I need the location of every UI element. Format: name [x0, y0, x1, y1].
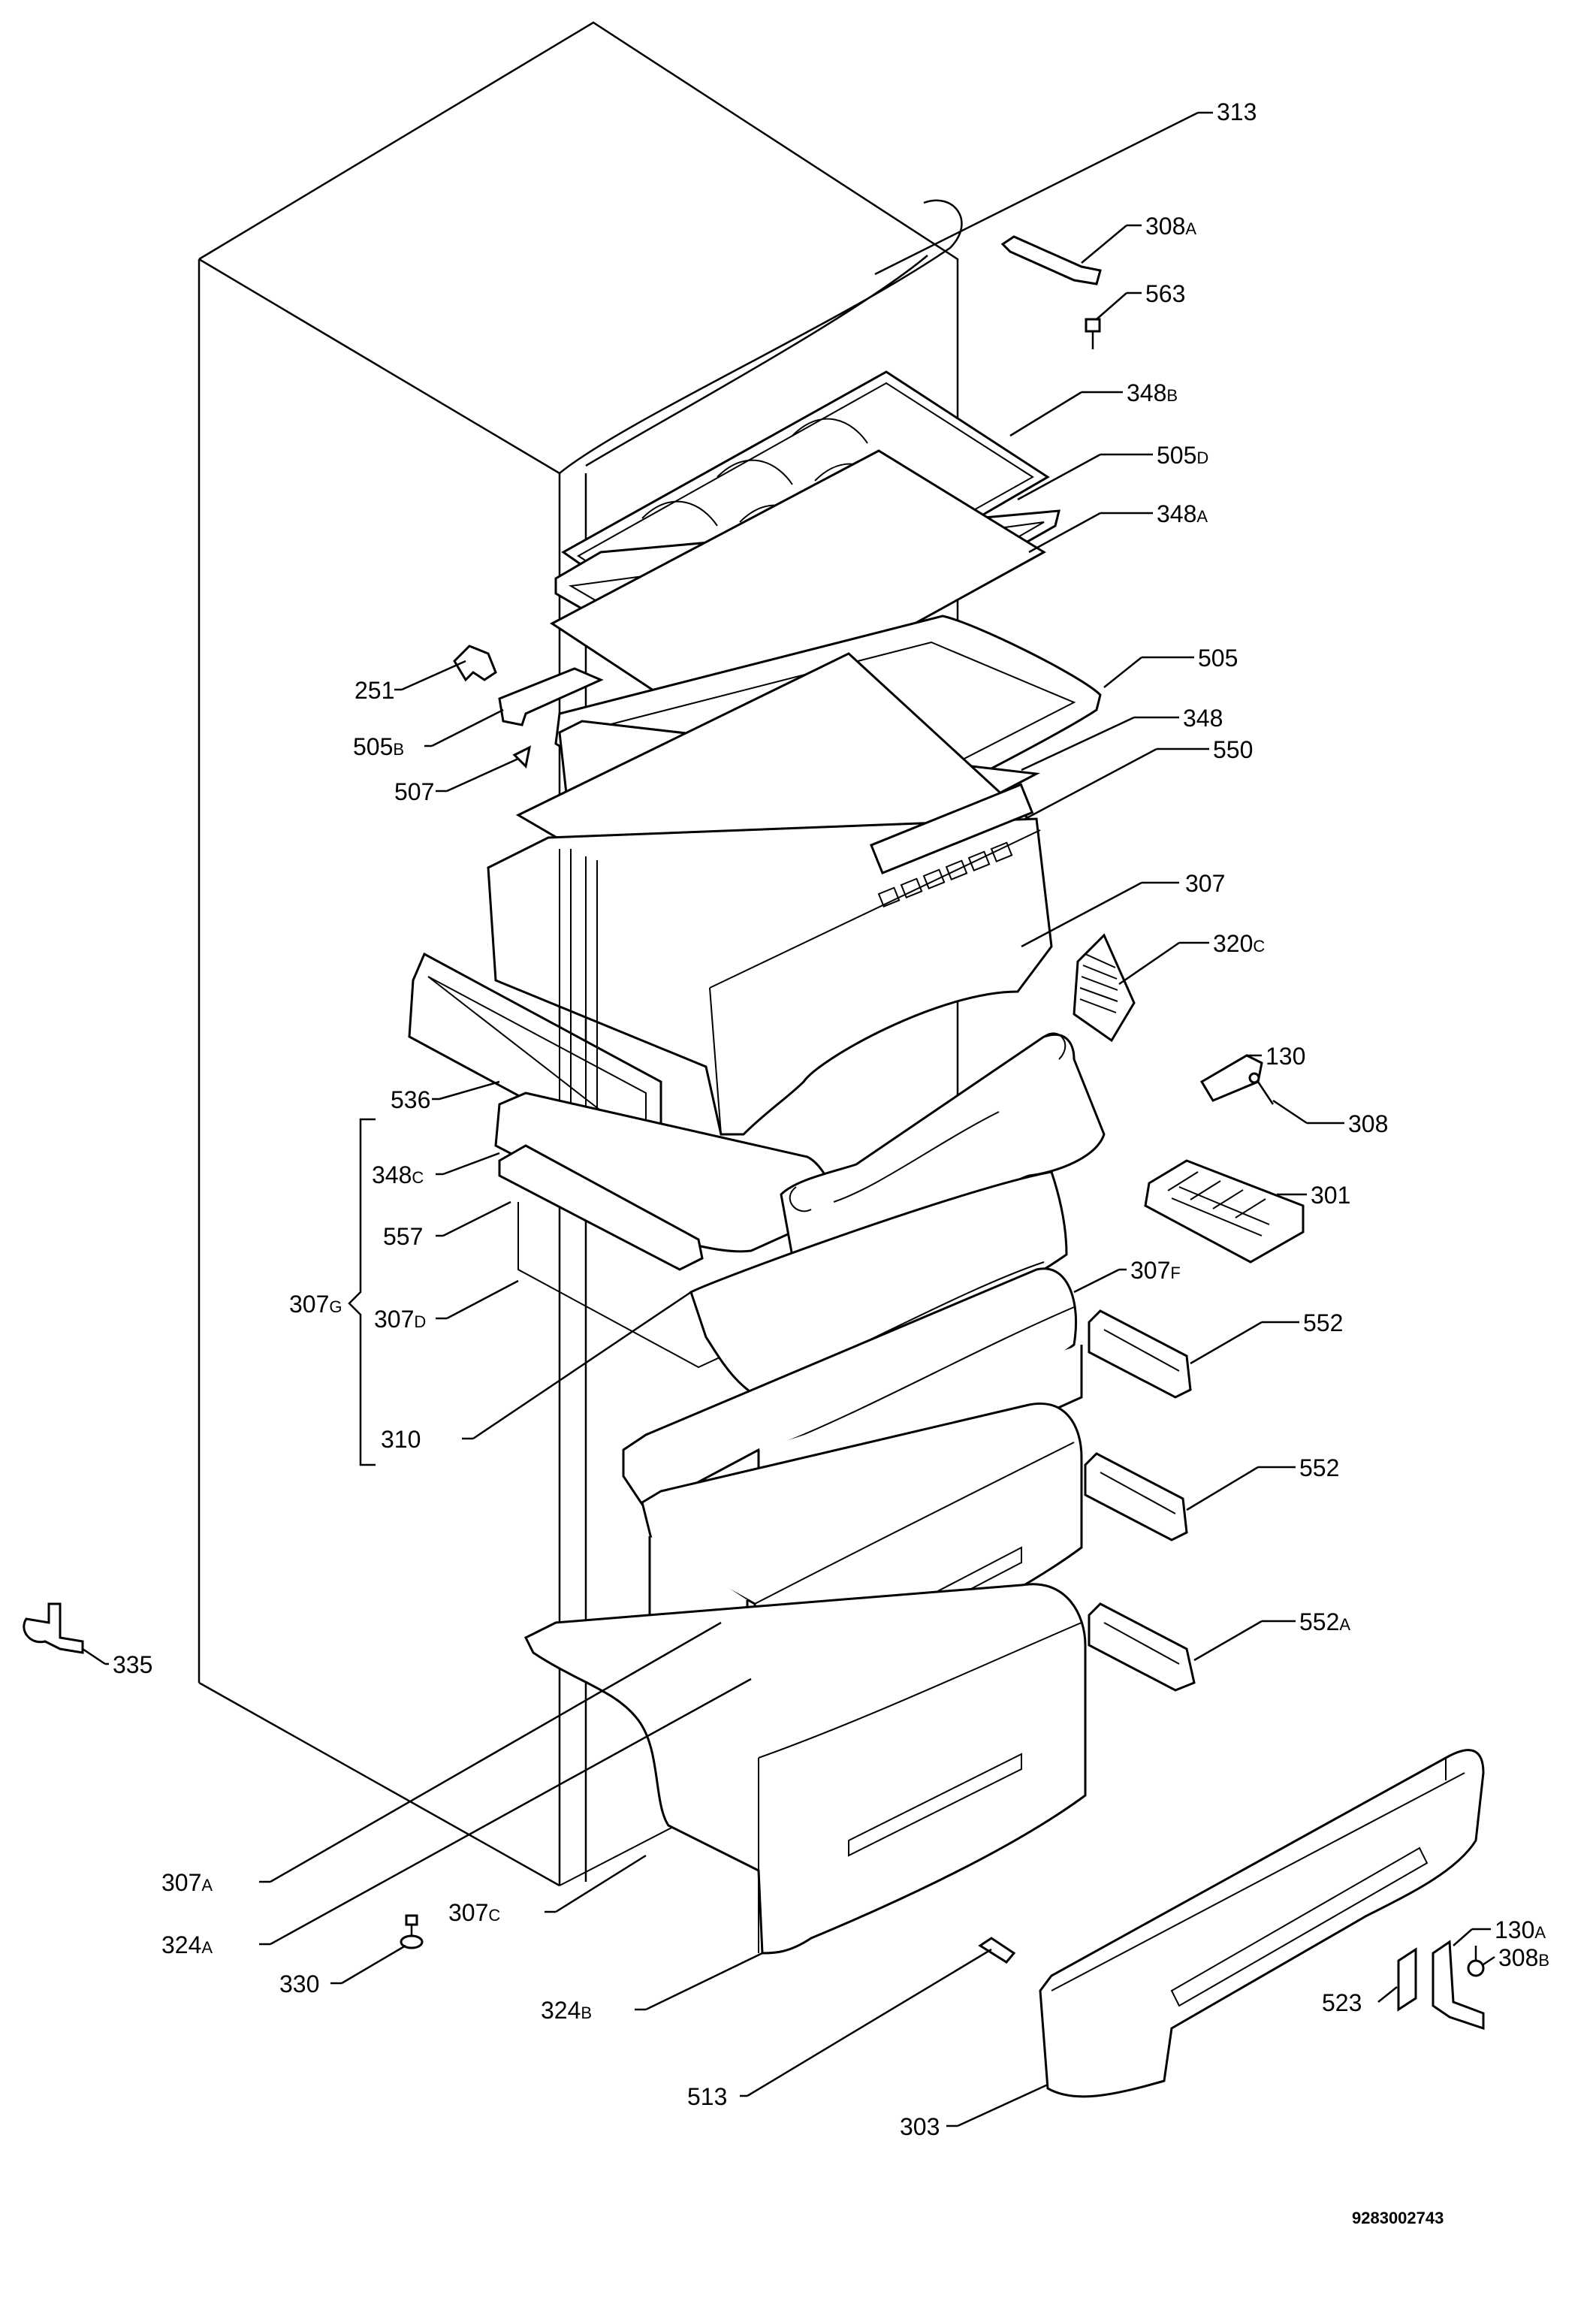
- label-536: 536: [391, 1086, 430, 1113]
- label-330: 330: [279, 1970, 319, 1997]
- part-505B-shelf-strip: [498, 667, 604, 726]
- label-348B: 348B: [1127, 379, 1178, 406]
- label-550: 550: [1213, 736, 1253, 763]
- label-307D: 307D: [374, 1306, 426, 1333]
- part-lower-drawer: [523, 1583, 1087, 1955]
- part-330-foot: [400, 1914, 424, 1949]
- part-513-small-piece: [978, 1937, 1016, 1964]
- label-313: 313: [1217, 98, 1257, 125]
- part-552A-rail: [1088, 1602, 1196, 1692]
- part-507-small-piece: [512, 745, 532, 769]
- leader-lines: [82, 111, 1495, 2127]
- label-303: 303: [900, 2113, 940, 2140]
- label-320C: 320C: [1213, 930, 1265, 957]
- label-310: 310: [381, 1426, 421, 1453]
- label-348: 348: [1183, 705, 1223, 732]
- part-308B-screw: [1467, 1946, 1485, 1977]
- label-552A: 552A: [1299, 1608, 1350, 1635]
- part-labels: 313 308A 563 348B 505D 348A 251 505 505B…: [113, 98, 1549, 2227]
- label-307C: 307C: [448, 1899, 500, 1926]
- label-307: 307: [1185, 870, 1225, 897]
- part-130A-hinge: [1432, 1940, 1485, 2031]
- part-301-ice-tray: [1144, 1159, 1305, 1264]
- part-251-clip: [453, 645, 497, 682]
- label-505: 505: [1198, 645, 1238, 672]
- label-301: 301: [1311, 1182, 1350, 1209]
- label-552-lower: 552: [1299, 1454, 1339, 1481]
- part-308A-bracket: [1000, 235, 1102, 285]
- part-130-hinge: [1199, 1054, 1263, 1102]
- label-251: 251: [354, 677, 394, 704]
- label-130A: 130A: [1495, 1916, 1546, 1943]
- label-505D: 505D: [1157, 442, 1208, 469]
- label-307F: 307F: [1130, 1257, 1181, 1284]
- part-557-rail: [498, 1144, 704, 1271]
- label-348A: 348A: [1157, 500, 1208, 527]
- label-308B: 308B: [1498, 1944, 1549, 1971]
- label-563: 563: [1145, 280, 1185, 307]
- bracket-307G: [348, 1118, 376, 1466]
- label-307G: 307G: [289, 1291, 342, 1318]
- label-308: 308: [1348, 1110, 1388, 1137]
- part-307-crisper-bin: [487, 783, 1053, 1136]
- part-563-screw: [1085, 318, 1101, 349]
- label-557: 557: [383, 1223, 423, 1250]
- label-552-upper: 552: [1303, 1309, 1343, 1336]
- label-513: 513: [687, 2083, 727, 2110]
- label-308A: 308A: [1145, 213, 1196, 240]
- part-523-plate: [1397, 1947, 1417, 2012]
- document-code: 9283002743: [1352, 2209, 1444, 2227]
- label-335: 335: [113, 1651, 152, 1678]
- part-308-screw: [1248, 1072, 1275, 1105]
- part-552-rail-upper: [1088, 1309, 1192, 1399]
- label-324B: 324B: [541, 1997, 592, 2024]
- label-348C: 348C: [372, 1161, 424, 1188]
- vertical-rods: [559, 849, 598, 1123]
- label-307A: 307A: [161, 1869, 213, 1896]
- part-303-kickplate: [1039, 1749, 1485, 2098]
- label-505B: 505B: [353, 733, 404, 760]
- part-335-bracket: [23, 1602, 84, 1654]
- part-552-rail-lower: [1084, 1452, 1188, 1541]
- label-523: 523: [1322, 1989, 1362, 2016]
- label-130: 130: [1266, 1043, 1305, 1070]
- label-324A: 324A: [161, 1931, 213, 1958]
- part-320C-vent-grill: [1073, 933, 1136, 1043]
- label-507: 507: [394, 778, 434, 805]
